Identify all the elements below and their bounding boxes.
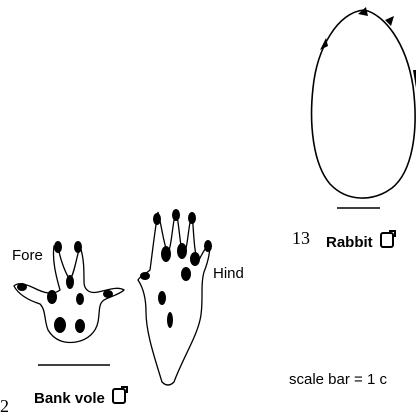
hind-pad-4 xyxy=(181,267,191,281)
hind-toe-pad-1 xyxy=(153,213,161,225)
rabbit-caption: Rabbit xyxy=(326,232,394,250)
hind-foot-outline xyxy=(138,210,210,385)
fore-pad-2 xyxy=(47,290,57,304)
vole-hind-foot xyxy=(138,209,212,385)
bank-vole-number: 2 xyxy=(0,397,9,415)
fore-pad-1 xyxy=(66,275,74,289)
hind-pad-5 xyxy=(158,291,166,305)
checkbox-icon xyxy=(380,232,394,248)
hind-toe-pad-4 xyxy=(204,240,212,252)
fore-toe-pad-2 xyxy=(74,241,82,253)
bank-vole-name: Bank vole xyxy=(34,390,105,407)
fore-pad-5 xyxy=(75,319,85,333)
rabbit-claw-1 xyxy=(358,7,368,16)
hind-toe-pad-2 xyxy=(172,209,180,221)
fore-pad-4 xyxy=(54,317,66,333)
rabbit-name: Rabbit xyxy=(326,234,373,251)
bank-vole-caption: Bank vole xyxy=(34,388,126,406)
rabbit-track xyxy=(312,7,416,208)
hind-pad-3 xyxy=(190,252,200,266)
hind-pad-2 xyxy=(177,243,187,259)
scale-note: scale bar = 1 c xyxy=(289,372,387,387)
hind-pad-1 xyxy=(161,246,171,262)
hind-pad-6 xyxy=(167,312,173,328)
fore-toe-pad-4 xyxy=(103,290,113,298)
fore-toe-pad-1 xyxy=(54,241,62,253)
fore-toe-pad-3 xyxy=(17,283,27,291)
hind-toe-pad-3 xyxy=(188,212,196,224)
hind-label: Hind xyxy=(213,266,244,281)
rabbit-number: 13 xyxy=(292,229,310,247)
fore-pad-3 xyxy=(76,293,84,305)
checkbox-icon xyxy=(112,388,126,404)
hind-toe-pad-5 xyxy=(140,272,150,280)
rabbit-outline xyxy=(312,10,416,198)
fore-label: Fore xyxy=(12,248,43,263)
